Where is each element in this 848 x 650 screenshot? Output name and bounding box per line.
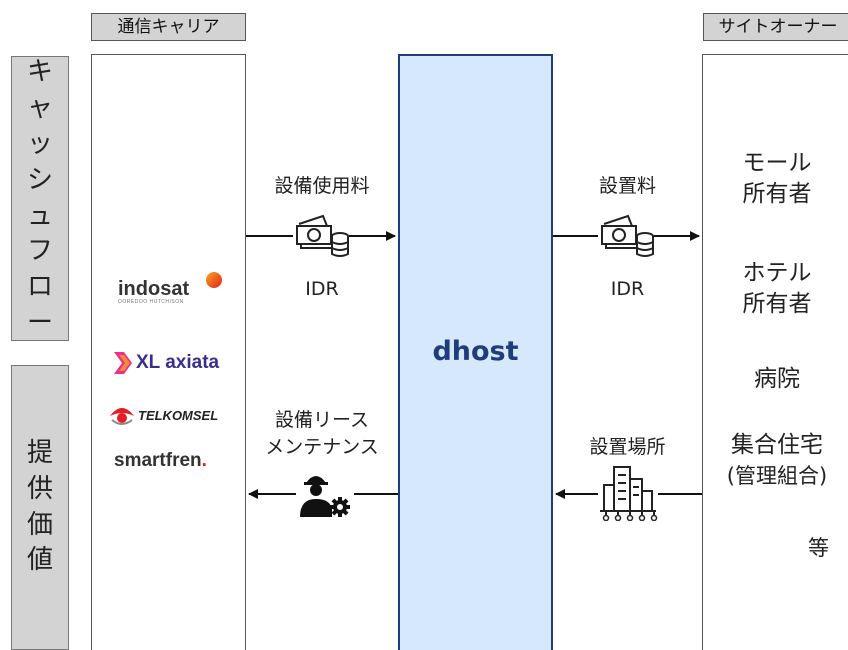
money-icon [293,212,349,260]
value-offered-label: 提供価値 [11,365,69,650]
telkomsel-logo: TELKOMSEL [108,404,218,426]
dhost-column [398,54,553,650]
owner-hospital: 病院 [754,366,800,392]
buildings-icon [598,463,658,521]
site-owner-header: サイトオーナー [703,13,848,41]
indosat-swirl-icon [206,272,222,288]
install-fee-currency: IDR [610,278,645,300]
dhost-title: dhost [432,336,519,367]
xl-chevron-icon [114,352,132,374]
smartfren-logo: smartfren. [114,450,207,471]
carrier-header: 通信キャリア [91,13,246,41]
equipment-fee-currency: IDR [305,278,339,300]
maintenance-label: メンテナンス [265,436,379,458]
worker-gear-icon [296,469,354,519]
install-site-label: 設置場所 [589,436,666,458]
install-fee-label: 設置料 [598,175,656,197]
xl-axiata-logo: XL axiata [114,352,219,374]
indosat-logo: indosat OOREDOO HUTCHISON [118,272,222,305]
lease-label: 設備リース [274,409,370,431]
equipment-fee-label: 設備使用料 [274,175,370,197]
owner-housing: 集合住宅 (管理組合) [726,432,828,489]
telkomsel-icon [110,408,134,425]
owner-mall: モール 所有者 [742,150,812,208]
owner-hotel: ホテル 所有者 [742,260,812,318]
owner-etc: 等 [808,536,829,560]
site-owner-column [702,54,848,650]
money-icon [598,212,654,260]
cash-flow-label: キャッシュフロー [11,56,69,341]
